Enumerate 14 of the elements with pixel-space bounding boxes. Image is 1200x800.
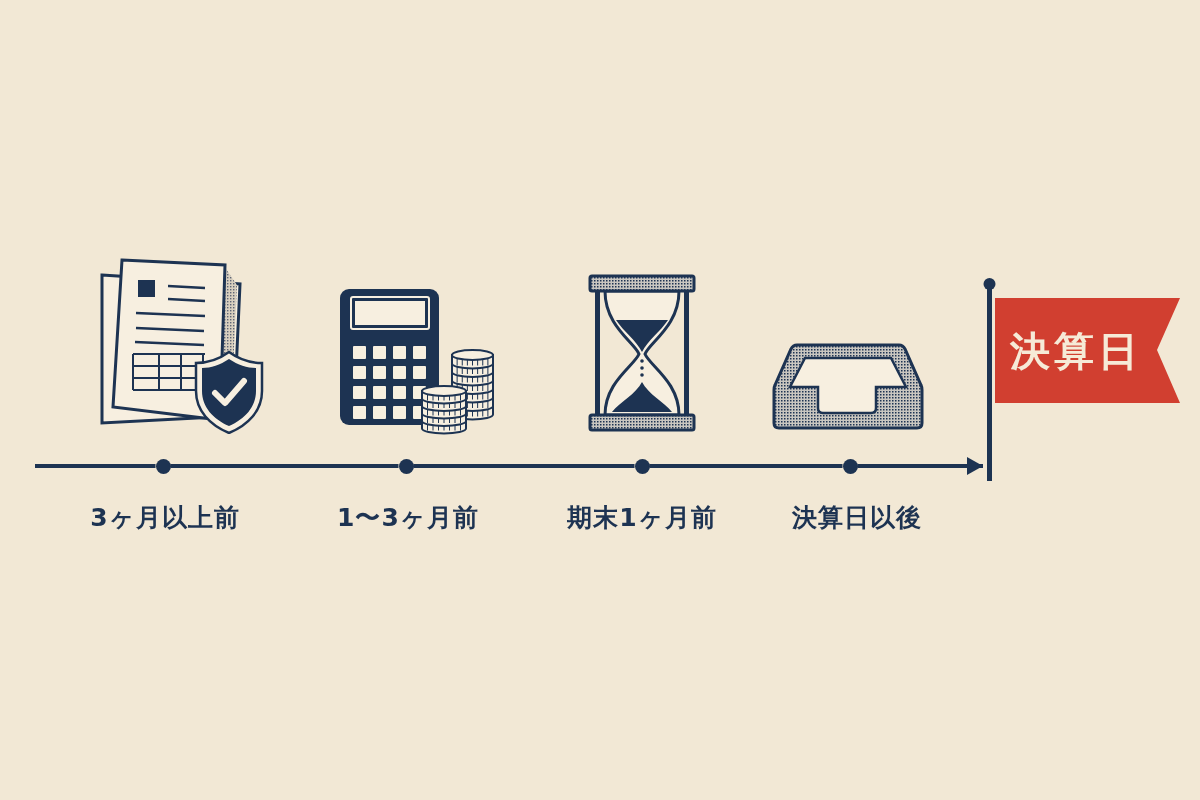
period-label: 期末1ヶ月前 [567,503,717,533]
timeline-arrow [857,457,983,475]
flag-label: 決算日 [1010,327,1142,374]
timeline-line [35,464,156,468]
period-label: 1〜3ヶ月前 [337,503,479,533]
timeline-dot [842,458,858,474]
timeline-line [170,464,399,468]
period-label: 決算日以後 [792,503,922,533]
timeline-line [413,464,635,468]
timeline-dot [634,458,650,474]
timeline-line [649,464,843,468]
period-label: 3ヶ月以上前 [90,503,240,533]
timeline-dot [155,458,171,474]
timeline-dot [398,458,414,474]
